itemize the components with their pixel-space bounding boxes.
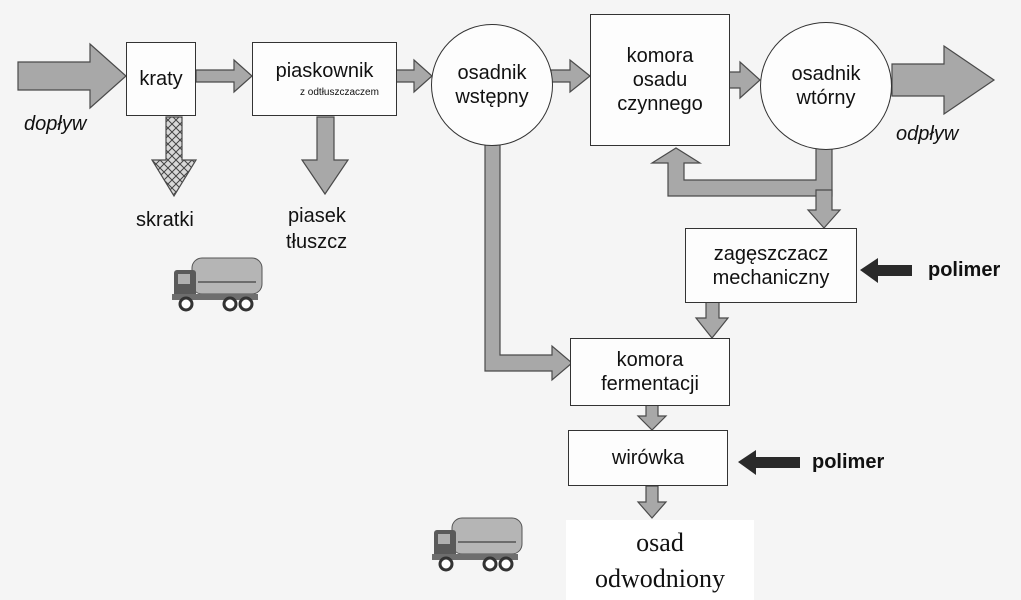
node-komora-fermentacji-line2: fermentacji	[601, 373, 699, 395]
arrow-zageszczacz-fermentacja	[694, 301, 730, 339]
label-polimer-1: polimer	[928, 259, 1001, 281]
arrow-wtorny-zageszczacz	[806, 189, 842, 229]
node-zageszczacz: zagęszczacz mechaniczny	[685, 228, 857, 303]
node-komora-fermentacji-line1: komora	[616, 349, 684, 371]
arrow-skratki	[150, 116, 198, 198]
arrow-kraty-piaskownik	[195, 58, 253, 94]
label-odplyw: odpływ	[896, 123, 959, 145]
node-komora-osadu-line3: czynnego	[617, 93, 703, 115]
node-komora-fermentacji: komora fermentacji	[570, 338, 730, 406]
arrow-piasek	[300, 116, 350, 196]
node-osadnik-wstepny: osadnik wstępny	[431, 24, 553, 146]
node-wirowka-label: wirówka	[611, 447, 685, 469]
label-odwodniony: odwodniony	[595, 564, 725, 593]
node-piaskownik-label: piaskownik	[275, 60, 374, 82]
node-piaskownik-sublabel: z odtłuszczaczem	[300, 87, 379, 98]
node-osadnik-wtorny-line1: osadnik	[791, 63, 861, 85]
output-label-box: osad odwodniony	[566, 520, 754, 600]
node-osadnik-wtorny-line2: wtórny	[796, 87, 856, 109]
node-osadnik-wstepny-line2: wstępny	[455, 86, 529, 108]
polymer-arrow-2	[738, 450, 800, 475]
arrow-osadnik-fermentacja	[484, 142, 573, 382]
arrow-piaskownik-osadnik	[395, 58, 433, 94]
label-tluszcz: tłuszcz	[286, 231, 348, 253]
label-doplyw: dopływ	[24, 113, 87, 135]
node-komora-osadu-czynnego: komora osadu czynnego	[590, 14, 730, 146]
label-piasek: piasek	[288, 205, 346, 227]
node-komora-osadu-line2: osadu	[632, 69, 688, 91]
arrow-fermentacja-wirowka	[636, 404, 668, 431]
node-zageszczacz-line2: mechaniczny	[712, 266, 830, 289]
label-osad: osad	[636, 528, 684, 557]
node-osadnik-wtorny: osadnik wtórny	[760, 22, 892, 150]
polymer-arrow-1	[860, 258, 912, 283]
arrow-komora-wtorny	[728, 60, 761, 100]
inflow-arrow	[17, 42, 127, 110]
arrow-wirowka-osad	[636, 485, 668, 519]
arrow-osadnik-komora	[550, 58, 591, 94]
outflow-arrow	[891, 44, 996, 116]
node-piaskownik: piaskownik z odtłuszczaczem	[252, 42, 397, 116]
arrow-return-sludge	[649, 147, 833, 197]
label-polimer-2: polimer	[812, 451, 885, 473]
truck-icon	[172, 257, 263, 312]
node-kraty: kraty	[126, 42, 196, 116]
node-wirowka: wirówka	[568, 430, 728, 486]
label-skratki: skratki	[136, 209, 194, 231]
node-komora-osadu-line1: komora	[626, 45, 694, 67]
node-kraty-label: kraty	[139, 68, 183, 90]
truck-icon	[432, 517, 523, 572]
node-osadnik-wstepny-line1: osadnik	[457, 62, 527, 84]
node-zageszczacz-line1: zagęszczacz	[713, 242, 829, 265]
